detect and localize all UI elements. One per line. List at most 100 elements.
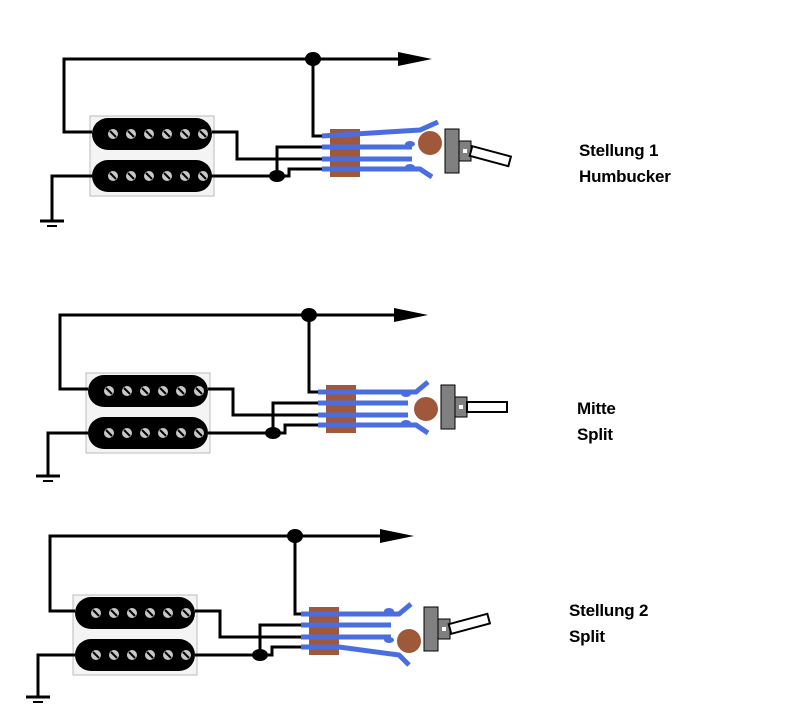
pole-piece-icon — [127, 608, 137, 618]
pole-slot — [195, 429, 203, 437]
switch-contact — [321, 119, 440, 139]
switch-contact — [318, 380, 430, 395]
panel-mitte — [36, 308, 508, 482]
switch-contact — [301, 644, 411, 667]
toggle-housing — [440, 384, 456, 430]
pole-piece-icon — [144, 171, 154, 181]
pole-slot — [92, 609, 100, 617]
toggle-housing — [444, 128, 460, 174]
position-label: Mitte — [577, 399, 616, 418]
pole-slot — [195, 387, 203, 395]
panel-label-mitte: Mitte Split — [577, 396, 616, 448]
pole-piece-icon — [176, 428, 186, 438]
switch-actuator-knob — [418, 131, 442, 155]
pole-slot — [141, 429, 149, 437]
pole-piece-icon — [144, 129, 154, 139]
output-wire — [48, 534, 384, 613]
pole-slot — [141, 387, 149, 395]
switch-actuator-knob — [397, 629, 421, 653]
pole-slot — [177, 387, 185, 395]
pole-slot — [146, 609, 154, 617]
pole-slot — [145, 130, 153, 138]
ground-icon — [36, 474, 60, 482]
toggle-lever — [468, 144, 513, 168]
pole-slot — [199, 172, 207, 180]
toggle-switch-down — [321, 119, 513, 180]
pole-slot — [92, 651, 100, 659]
pole-piece-icon — [162, 129, 172, 139]
pole-slot — [177, 429, 185, 437]
switch-contact — [318, 422, 430, 436]
switch-contact — [301, 602, 413, 617]
pickup-coil-1 — [92, 118, 212, 150]
coil-tap-wire — [195, 609, 309, 639]
pole-piece-icon — [158, 428, 168, 438]
pole-slot — [159, 429, 167, 437]
contact-rivet — [405, 164, 415, 170]
contact-rivet — [401, 391, 411, 397]
position-label: Stellung 2 — [569, 601, 649, 620]
pole-piece-icon — [145, 650, 155, 660]
position-label: Stellung 1 — [579, 141, 659, 160]
ground-wire — [50, 174, 92, 221]
pole-piece-icon — [158, 386, 168, 396]
junction-dot — [305, 52, 321, 66]
mode-label: Humbucker — [579, 167, 671, 186]
toggle-lever — [466, 401, 508, 413]
contact-rivet — [384, 637, 394, 643]
pole-piece-icon — [104, 428, 114, 438]
switch-actuator-knob — [414, 397, 438, 421]
contact-rivet — [384, 608, 394, 614]
output-arrow-icon — [398, 52, 432, 66]
pole-slot — [145, 172, 153, 180]
output-arrow-icon — [380, 529, 414, 543]
output-wire — [58, 313, 398, 391]
split-wire — [271, 401, 326, 433]
pole-piece-icon — [126, 129, 136, 139]
toggle-lever-icon — [466, 401, 508, 413]
toggle-lever-icon — [468, 144, 513, 168]
contact-rivet — [405, 141, 415, 147]
pole-slot — [123, 429, 131, 437]
output-arrow-icon — [394, 308, 428, 322]
pole-piece-icon — [104, 386, 114, 396]
pickup-coil-2 — [92, 160, 212, 192]
pole-slot — [128, 651, 136, 659]
switch-contact — [322, 166, 434, 180]
pole-piece-icon — [180, 171, 190, 181]
coil-end-wire — [212, 167, 330, 178]
pickup-coil-2 — [75, 639, 195, 671]
ground-icon — [26, 695, 50, 703]
bushing-hole — [459, 405, 463, 409]
toggle-housing — [423, 606, 439, 652]
coil-tap-wire — [208, 387, 326, 417]
pickup-coil-1 — [88, 375, 208, 407]
pole-piece-icon — [108, 171, 118, 181]
output-wire — [62, 57, 402, 134]
mode-label: Split — [577, 425, 613, 444]
bushing-hole — [442, 627, 446, 631]
pole-piece-icon — [163, 608, 173, 618]
humbucker-pickup — [89, 115, 215, 197]
pole-piece-icon — [181, 650, 191, 660]
pole-slot — [127, 172, 135, 180]
pole-slot — [110, 609, 118, 617]
pickup-coil-2 — [88, 417, 208, 449]
coil-end-wire — [195, 645, 309, 657]
pole-slot — [182, 609, 190, 617]
ground-icon — [40, 219, 64, 227]
pole-piece-icon — [181, 608, 191, 618]
coil-end-wire — [208, 423, 326, 435]
pole-piece-icon — [122, 428, 132, 438]
contact-rivet — [401, 420, 411, 426]
pole-slot — [128, 609, 136, 617]
pole-piece-icon — [194, 386, 204, 396]
pickup-coil-1 — [75, 597, 195, 629]
pole-piece-icon — [91, 650, 101, 660]
hot-wire-switch — [293, 536, 309, 616]
pole-piece-icon — [127, 650, 137, 660]
pole-slot — [164, 609, 172, 617]
pole-piece-icon — [122, 386, 132, 396]
junction-dot — [301, 308, 317, 322]
